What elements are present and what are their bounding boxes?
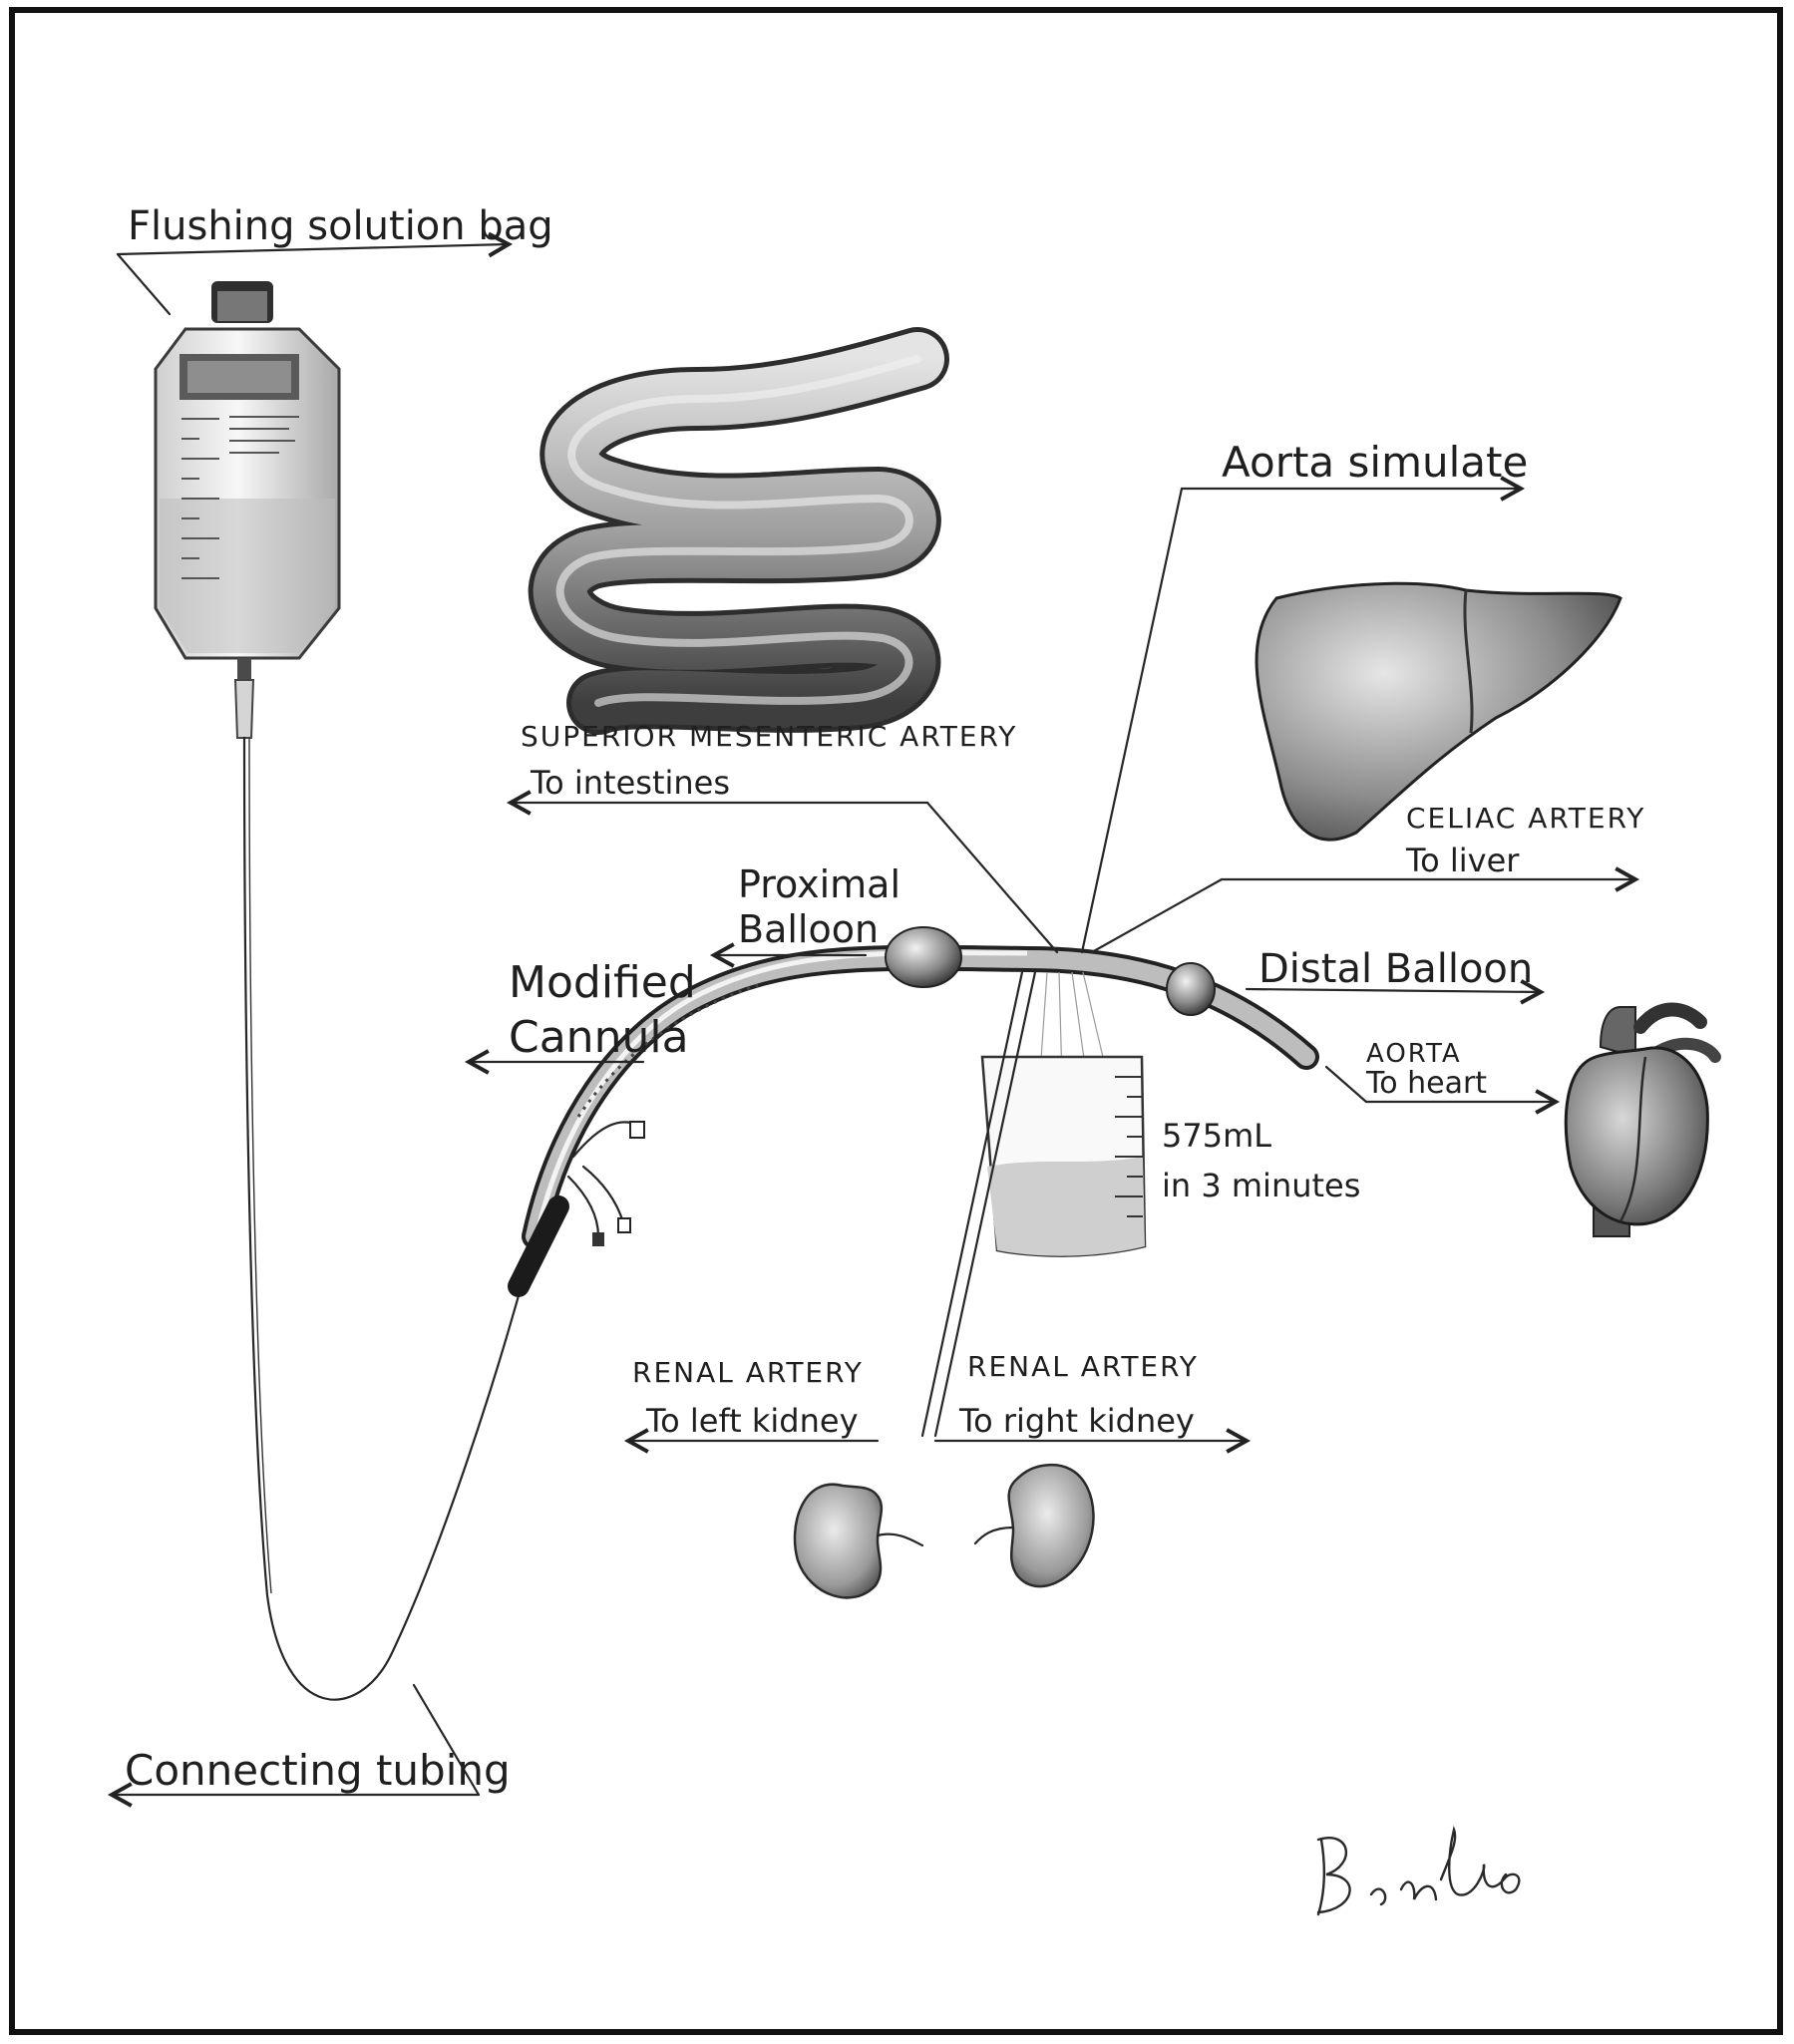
label-connecting-tubing: Connecting tubing [125,1746,511,1795]
proximal-balloon [886,927,961,987]
kidney-icon [975,1465,1094,1586]
intestine-icon [560,359,917,703]
label-renal-left-sub: To left kidney [645,1402,859,1440]
signature [1318,1830,1519,1914]
label-distal-balloon: Distal Balloon [1258,946,1533,992]
label-sma-sub: To intestines [530,764,730,802]
label-volume: 575mL [1162,1117,1271,1155]
label-renal-right-sub: To right kidney [958,1402,1195,1440]
kidney-icon [795,1485,922,1598]
label-flushing-bag: Flushing solution bag [128,203,553,249]
label-cannula-1: Modified [509,957,696,1008]
beaker-icon [982,1057,1145,1256]
label-proximal-2: Balloon [738,907,879,951]
frame-border [12,10,1780,2032]
bag-icon [156,281,339,738]
label-cannula-2: Cannula [509,1012,689,1063]
label-proximal-1: Proximal [738,862,900,906]
connecting-tubing [244,738,535,1700]
label-celiac: CELIAC ARTERY [1406,802,1645,835]
label-renal-left: RENAL ARTERY [632,1356,864,1389]
label-volume-time: in 3 minutes [1162,1167,1360,1204]
label-celiac-sub: To liver [1405,842,1520,879]
label-aorta: AORTA [1366,1039,1462,1069]
distal-balloon [1167,963,1215,1015]
label-aorta-sub: To heart [1365,1066,1487,1101]
label-sma: SUPERIOR MESENTERIC ARTERY [521,720,1017,753]
label-renal-right: RENAL ARTERY [967,1350,1199,1383]
heart-icon [1566,1007,1715,1236]
label-aorta-simulate: Aorta simulate [1222,438,1528,487]
